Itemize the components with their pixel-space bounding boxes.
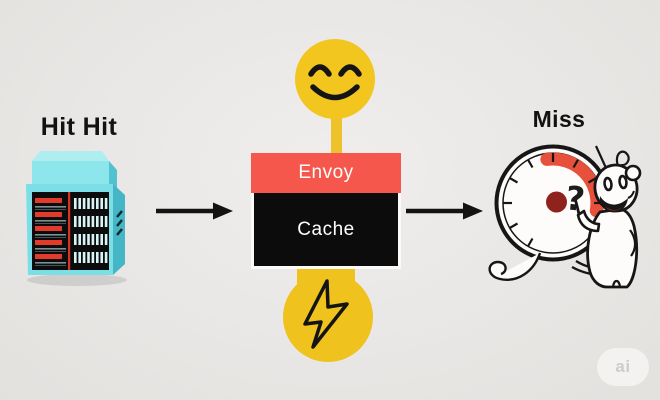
question-mark: ? (564, 178, 587, 219)
miss-label: Miss (532, 106, 586, 132)
stopwatch-icon: ? (488, 144, 642, 289)
ai-watermark-text: ai (615, 357, 631, 376)
envoy-label: Envoy (298, 162, 354, 183)
lightning-bolt-icon (283, 272, 373, 362)
envoy-box: Envoy (251, 153, 401, 193)
cache-box: Cache (251, 193, 401, 269)
ai-watermark-badge: ai (597, 348, 649, 386)
server-rack-icon (26, 151, 127, 286)
smiley-connector (331, 112, 342, 160)
mascot-character (574, 145, 642, 289)
hit-label: Hit Hit (40, 113, 118, 141)
cache-label: Cache (297, 218, 355, 240)
arrow-right-icon (406, 202, 483, 220)
arrow-right-icon (156, 202, 233, 220)
smiley-face-icon (295, 39, 375, 119)
